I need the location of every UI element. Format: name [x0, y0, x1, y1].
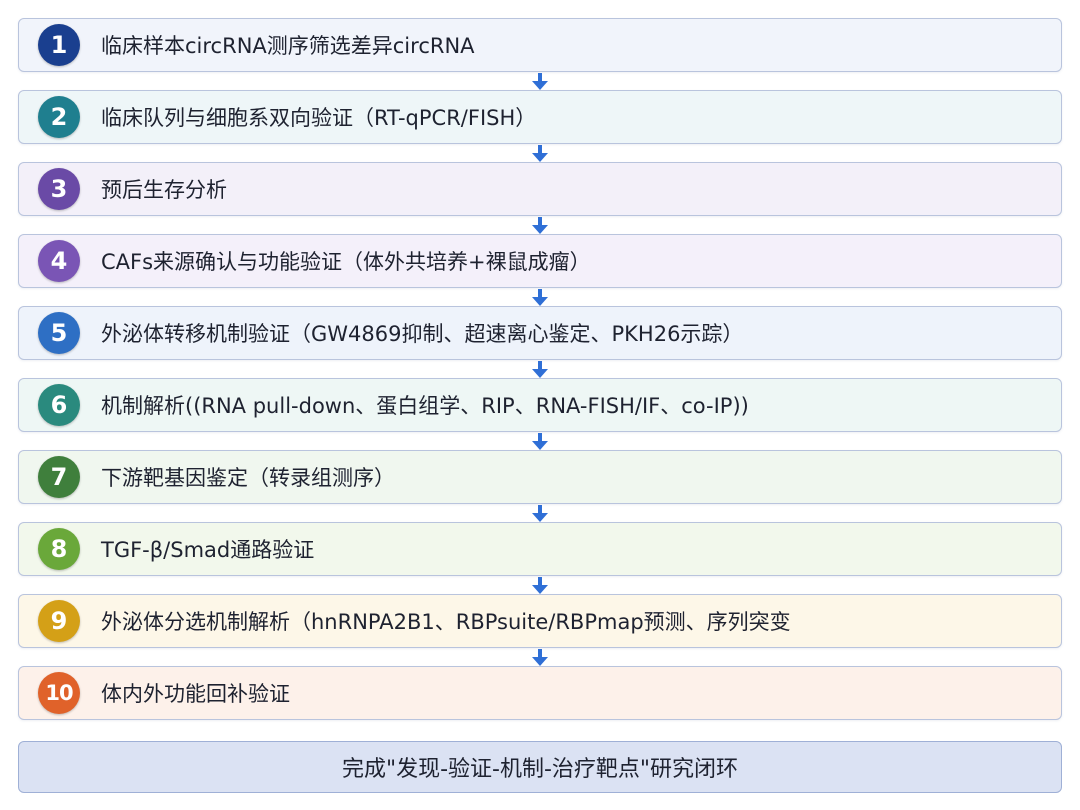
step-text: 预后生存分析 [101, 178, 227, 202]
step-box-5: 5 外泌体转移机制验证（GW4869抑制、超速离心鉴定、PKH26示踪） [18, 306, 1062, 360]
conclusion-box: 完成"发现-验证-机制-治疗靶点"研究闭环 [18, 741, 1062, 793]
step-box-3: 3 预后生存分析 [18, 162, 1062, 216]
down-arrow-icon [532, 649, 548, 667]
down-arrow-icon [532, 145, 548, 163]
step-number-badge: 4 [38, 240, 80, 282]
down-arrow-icon [532, 361, 548, 379]
down-arrow-icon [532, 73, 548, 91]
step-box-6: 6 机制解析((RNA pull-down、蛋白组学、RIP、RNA-FISH/I… [18, 378, 1062, 432]
step-number-badge: 8 [38, 528, 80, 570]
step-number-badge: 10 [38, 672, 80, 714]
step-box-10: 10 体内外功能回补验证 [18, 666, 1062, 720]
step-text: 下游靶基因鉴定（转录组测序） [101, 466, 395, 490]
down-arrow-icon [532, 577, 548, 595]
down-arrow-icon [532, 505, 548, 523]
conclusion-text: 完成"发现-验证-机制-治疗靶点"研究闭环 [341, 757, 739, 782]
step-box-7: 7 下游靶基因鉴定（转录组测序） [18, 450, 1062, 504]
down-arrow-icon [532, 433, 548, 451]
step-number-badge: 6 [38, 384, 80, 426]
step-number-badge: 7 [38, 456, 80, 498]
down-arrow-icon [532, 217, 548, 235]
step-number-badge: 1 [38, 24, 80, 66]
step-box-2: 2 临床队列与细胞系双向验证（RT-qPCR/FISH） [18, 90, 1062, 144]
step-number-badge: 2 [38, 96, 80, 138]
step-box-9: 9 外泌体分选机制解析（hnRNPA2B1、RBPsuite/RBPmap预测、序… [18, 594, 1062, 648]
step-text: TGF-β/Smad通路验证 [101, 538, 315, 562]
step-number-badge: 3 [38, 168, 80, 210]
step-text: 机制解析((RNA pull-down、蛋白组学、RIP、RNA-FISH/IF… [101, 394, 749, 418]
step-text: CAFs来源确认与功能验证（体外共培养+裸鼠成瘤） [101, 250, 591, 274]
step-number-badge: 9 [38, 600, 80, 642]
step-box-1: 1 临床样本circRNA测序筛选差异circRNA [18, 18, 1062, 72]
step-text: 体内外功能回补验证 [101, 682, 290, 706]
step-box-8: 8 TGF-β/Smad通路验证 [18, 522, 1062, 576]
step-number-badge: 5 [38, 312, 80, 354]
step-box-4: 4 CAFs来源确认与功能验证（体外共培养+裸鼠成瘤） [18, 234, 1062, 288]
step-text: 临床队列与细胞系双向验证（RT-qPCR/FISH） [101, 106, 537, 130]
step-text: 外泌体转移机制验证（GW4869抑制、超速离心鉴定、PKH26示踪） [101, 322, 744, 346]
step-text: 外泌体分选机制解析（hnRNPA2B1、RBPsuite/RBPmap预测、序列… [101, 610, 791, 634]
down-arrow-icon [532, 289, 548, 307]
step-text: 临床样本circRNA测序筛选差异circRNA [101, 34, 475, 58]
